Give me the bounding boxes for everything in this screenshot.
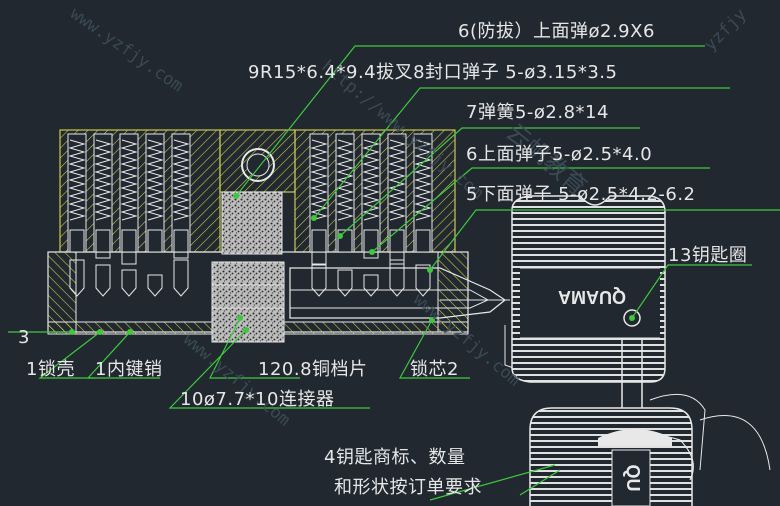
leader-endpoint: [369, 249, 375, 255]
pin-chamber: [335, 133, 355, 297]
pin-chamber: [145, 133, 165, 297]
leader-endpoint: [629, 315, 635, 321]
label-inner-key-pin: 1内键销: [95, 359, 163, 380]
label-num-3: 3: [18, 327, 30, 348]
label-key-logo-line1: 4钥匙商标、数量: [324, 447, 466, 468]
pin-chamber: [309, 133, 329, 297]
pin-chamber: [67, 133, 87, 297]
spring-chambers: [67, 133, 433, 297]
label-upper-pins: 6上面弹子5-ø2.5*4.0: [466, 144, 653, 165]
pin-chamber: [387, 133, 407, 297]
label-lower-pins: 5下面弹子 5-ø2.5*4.2-6.2: [466, 184, 696, 205]
pin-chamber: [361, 133, 381, 297]
key-tag: [529, 393, 771, 506]
label-key-logo-line2: 和形状按订单要求: [334, 477, 482, 498]
leader-endpoint: [243, 327, 249, 333]
label-lock-housing: 1锁壳: [26, 359, 75, 380]
leader-endpoint: [311, 215, 317, 221]
key-brand-text: QUAMA: [558, 287, 626, 307]
leader-lines: [8, 45, 780, 501]
pin-chamber: [171, 133, 191, 297]
leader-endpoint: [237, 315, 243, 321]
leader-endpoint: [427, 267, 433, 273]
label-copper-stop: 120.8铜档片: [258, 359, 368, 380]
label-spring: 7弹簧5-ø2.8*14: [466, 102, 609, 123]
leader-endpoint: [97, 329, 103, 335]
key-brand-partial-text: QU: [623, 465, 643, 492]
label-key-ring: 13钥匙圈: [668, 245, 748, 266]
leader-endpoint: [337, 233, 343, 239]
pin-chamber: [119, 133, 139, 297]
leader-endpoint: [69, 329, 75, 335]
leader-endpoint: [429, 317, 435, 323]
pin-chamber: [413, 133, 433, 297]
label-lock-core: 锁芯2: [410, 359, 459, 380]
leader-endpoint: [233, 193, 239, 199]
leader-dots: [69, 193, 635, 335]
pin-chamber: [93, 133, 113, 297]
label-anti-pull-pin: 6(防拔）上面弹ø2.9X6: [458, 21, 655, 42]
key-head: [511, 195, 666, 456]
label-connector: 10ø7.7*10连接器: [180, 389, 335, 410]
label-fork-seal-pin: 9R15*6.4*9.4拔叉8封口弹子 5-ø3.15*3.5: [248, 62, 618, 83]
leader-endpoint: [127, 329, 133, 335]
